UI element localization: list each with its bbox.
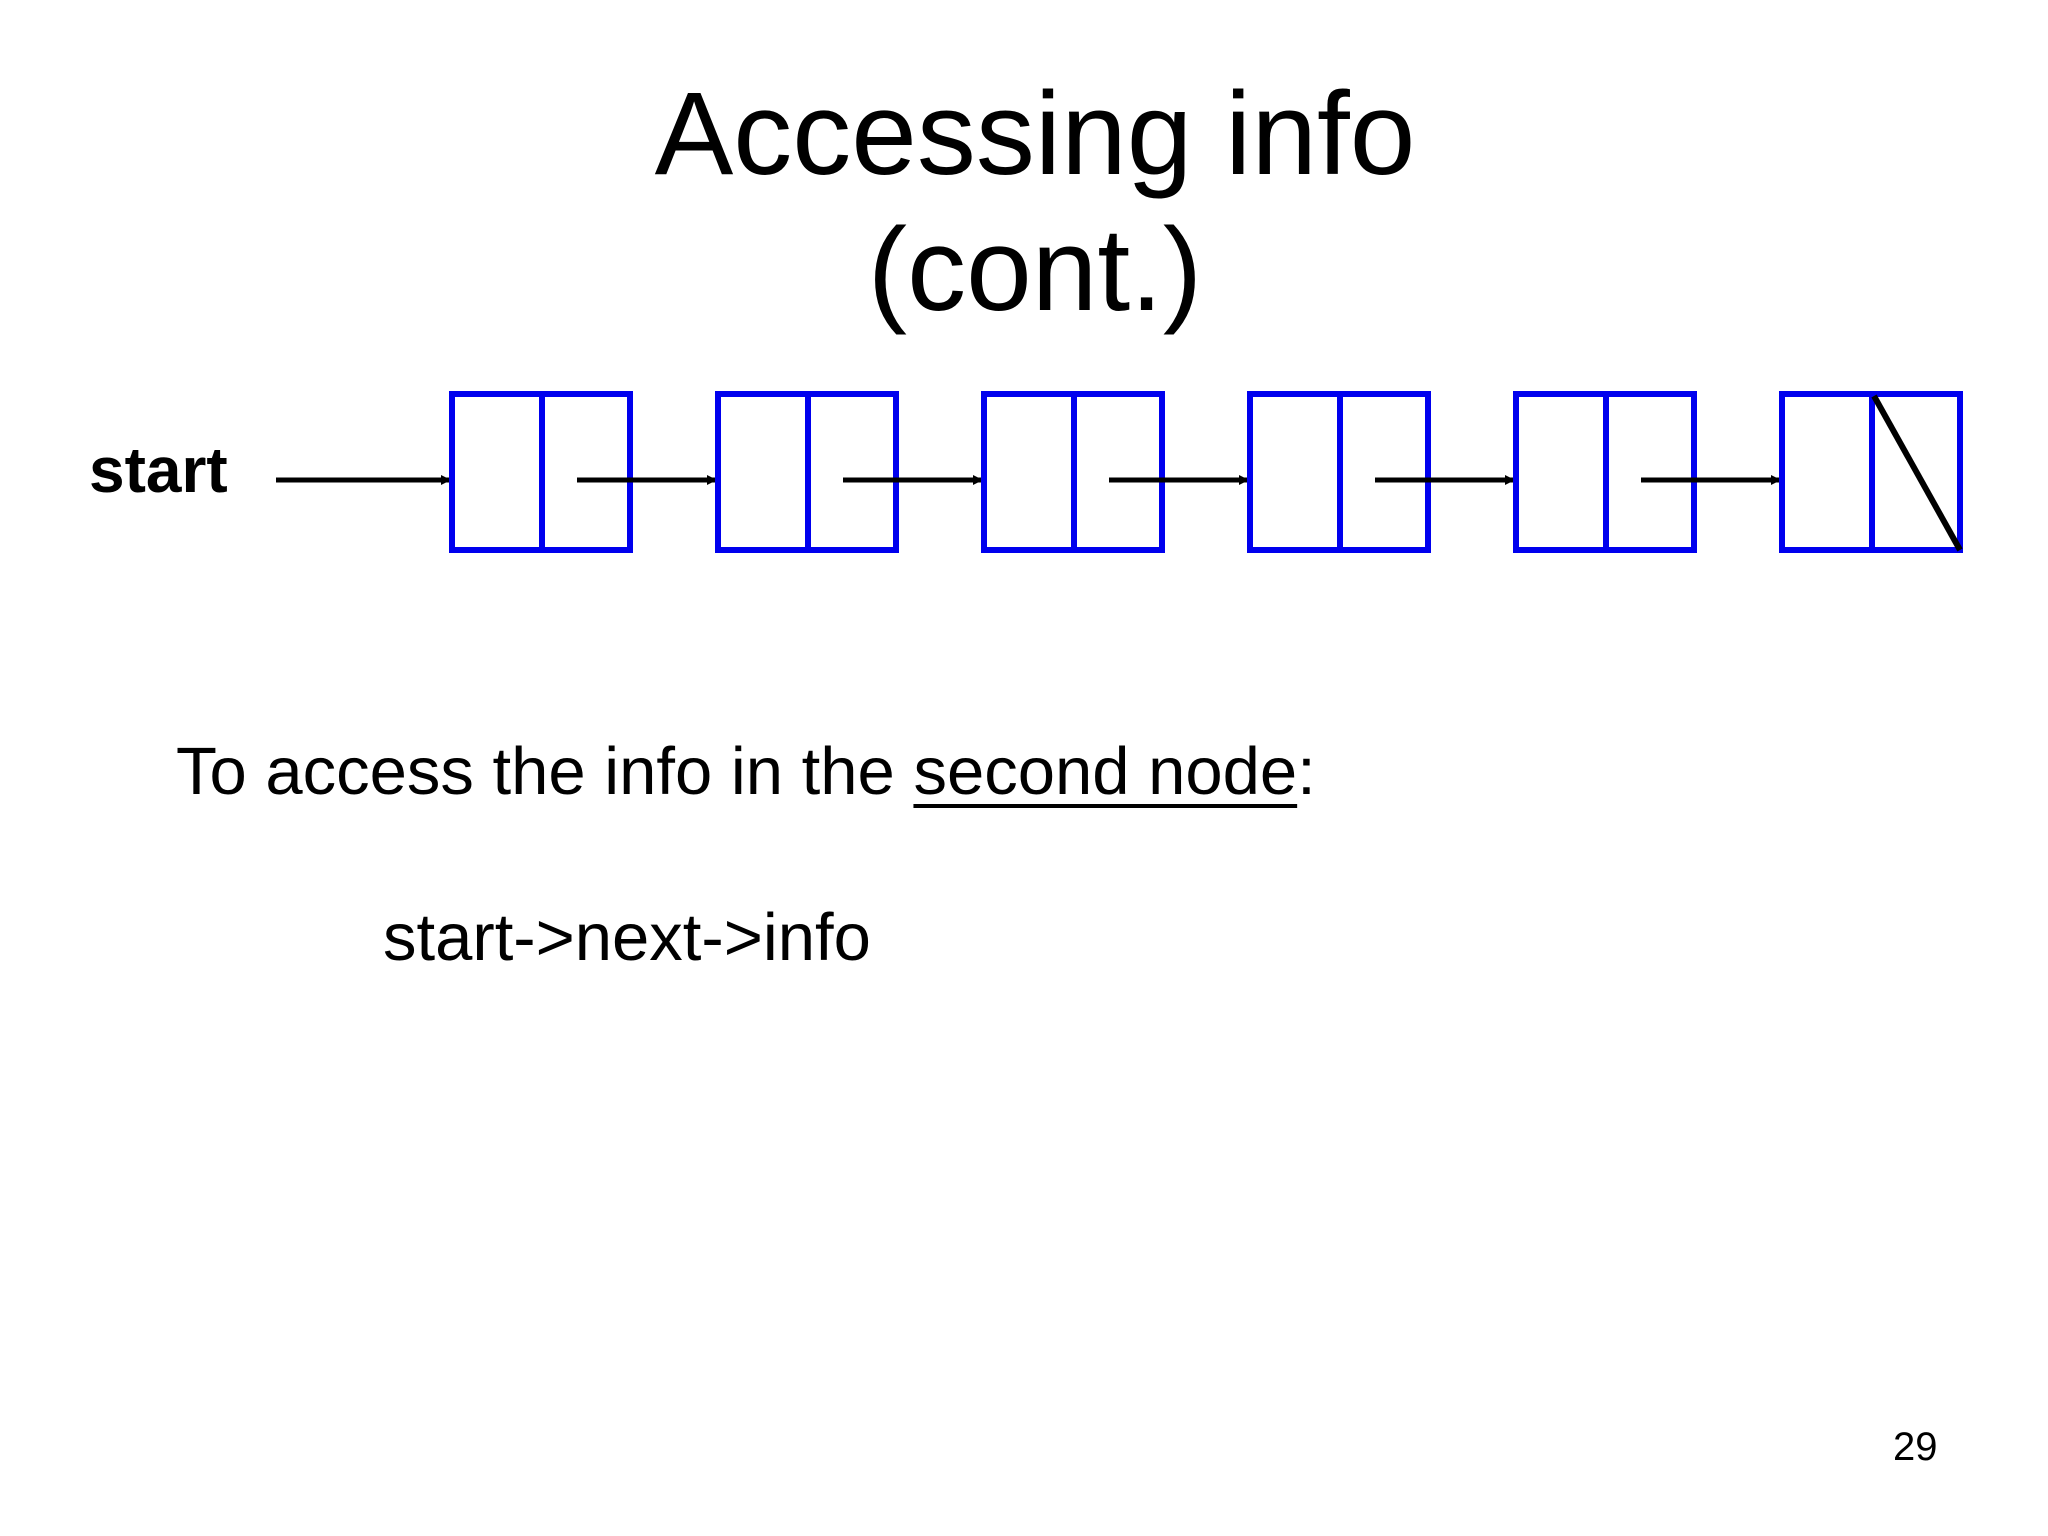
instruction-suffix: : (1297, 734, 1316, 809)
instruction-prefix: To access the info in the (176, 734, 914, 809)
page-number: 29 (1893, 1425, 1938, 1469)
slide-title-line-2: (cont.) (867, 204, 1203, 336)
code-expression: start->next->info (383, 900, 871, 975)
instruction-text: To access the info in the second node: (176, 732, 1316, 812)
linked-list-nodes (276, 391, 1963, 553)
start-pointer-label: start (89, 434, 228, 506)
slide-title: Accessing info (cont.) (0, 66, 2048, 338)
instruction-emphasis: second node (913, 734, 1298, 809)
slide-title-line-1: Accessing info (654, 68, 1416, 200)
null-pointer-slash (1871, 394, 1963, 552)
